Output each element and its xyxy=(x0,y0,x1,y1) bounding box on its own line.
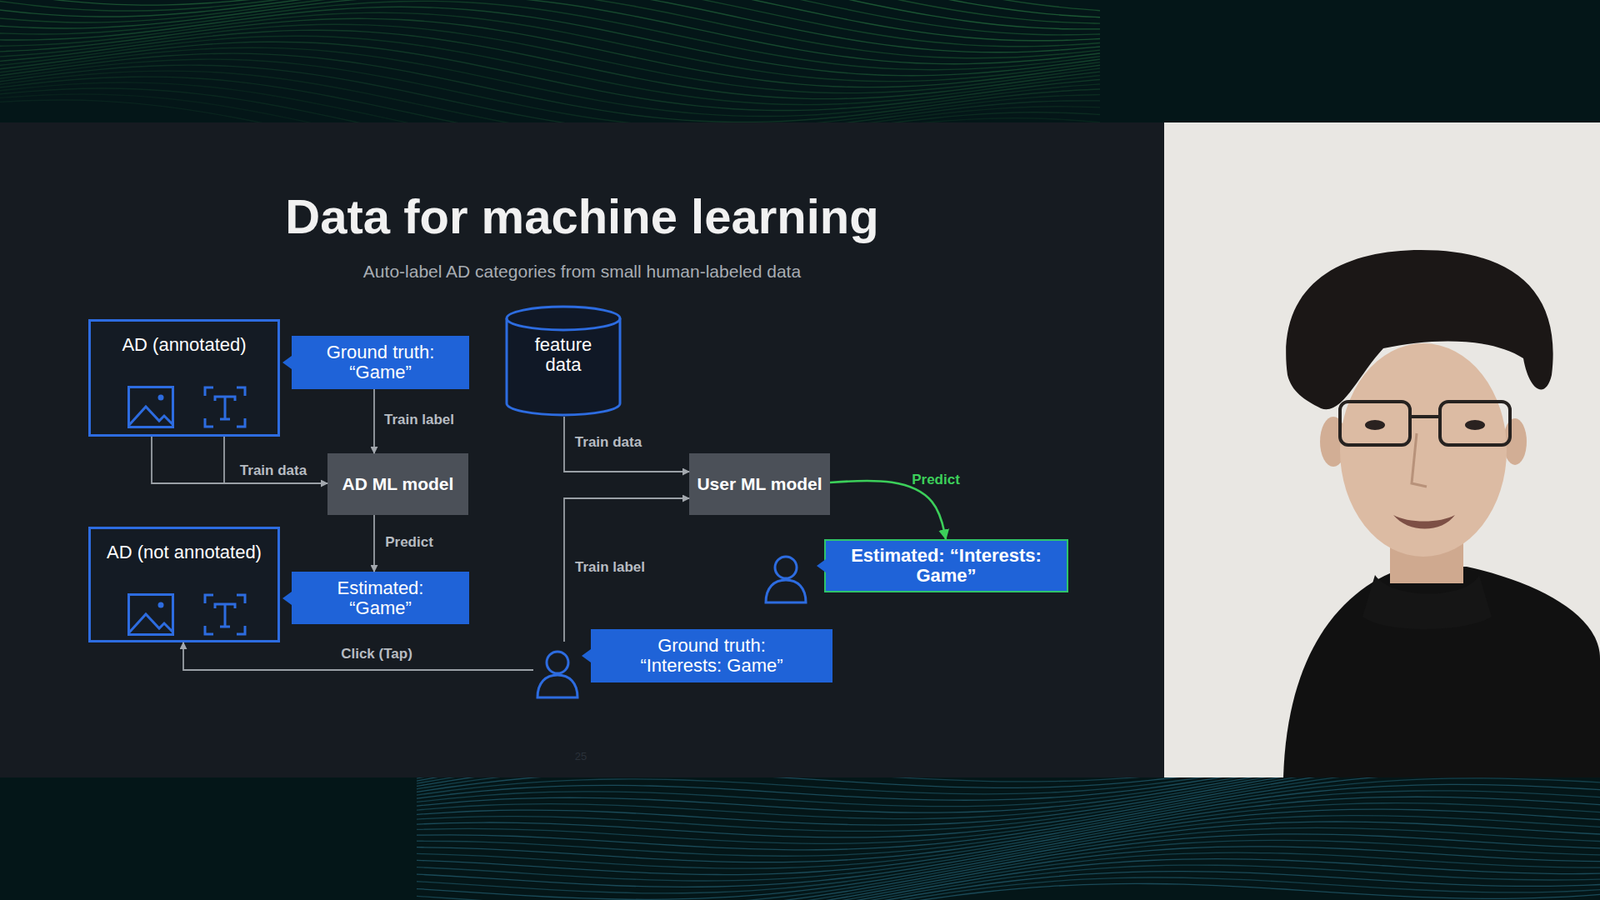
label-callout: Estimated: “Game” xyxy=(291,571,470,625)
wave-line xyxy=(0,30,1100,99)
image-icon xyxy=(127,593,175,636)
user-icon xyxy=(534,649,581,700)
flow-arrow xyxy=(564,416,690,472)
node-label: AD ML model xyxy=(342,475,455,494)
user-head xyxy=(775,556,797,579)
wave-line xyxy=(416,790,1600,869)
callout-bubble: Estimated: “Interests: Game” xyxy=(824,539,1069,593)
video-wall xyxy=(1164,122,1600,778)
cylinder-body xyxy=(506,306,620,415)
wave-line xyxy=(416,883,1600,900)
speaker-sweater xyxy=(1283,566,1600,778)
edge-label: Predict xyxy=(911,471,960,489)
edge-label: Train label xyxy=(384,411,455,429)
image-mountain xyxy=(129,406,173,425)
edge-label: Predict xyxy=(385,534,434,551)
callout-bubble: Ground truth: “Interests: Game” xyxy=(590,629,833,683)
text-icon xyxy=(203,385,247,429)
speaker-nose xyxy=(1411,433,1427,487)
model-box: AD ML model xyxy=(327,453,469,515)
ad-box: AD (annotated) xyxy=(88,319,280,437)
wave-line xyxy=(416,846,1600,900)
wave-line xyxy=(416,859,1600,900)
speaker-glasses xyxy=(1440,401,1510,445)
edge-label: Train data xyxy=(240,462,307,480)
wave-line xyxy=(0,0,1100,65)
edge-label: Click (Tap) xyxy=(340,645,413,663)
image-sun xyxy=(158,395,165,401)
text-icon-glyph xyxy=(215,604,235,627)
flow-arrow xyxy=(830,480,946,540)
speaker-eye xyxy=(1465,420,1485,430)
node-label: AD (annotated) xyxy=(121,335,246,355)
ad-box: AD (not annotated) xyxy=(88,526,280,643)
wave-line xyxy=(416,852,1600,900)
model-box: User ML model xyxy=(689,453,830,515)
label-callout: Ground truth: “Game” xyxy=(291,335,470,390)
node-label: Ground truth: “Interests: Game” xyxy=(615,635,808,675)
user-callout: Ground truth: “Interests: Game” xyxy=(533,641,833,702)
edge-label: Train data xyxy=(575,434,642,451)
wave-line xyxy=(416,765,1600,844)
image-frame xyxy=(129,387,174,428)
speaker-collar xyxy=(1362,575,1492,630)
flow-arrow xyxy=(183,642,534,670)
database-cylinder: feature data xyxy=(505,305,622,417)
slide-panel xyxy=(0,122,1165,778)
flow-arrow xyxy=(151,436,328,484)
wave-line xyxy=(416,803,1600,881)
node-label: AD (not annotated) xyxy=(106,542,262,563)
flow-arrow xyxy=(373,389,375,454)
cylinder-rim xyxy=(506,318,620,330)
image-icon xyxy=(127,385,175,429)
speaker-glasses xyxy=(1340,401,1410,445)
text-icon-corners xyxy=(205,387,245,427)
text-icon-glyph xyxy=(215,396,235,420)
user-icon xyxy=(762,554,810,605)
user-body xyxy=(765,580,806,603)
wave-line xyxy=(0,24,1100,93)
speaker-glasses xyxy=(1410,415,1440,419)
user-body xyxy=(537,675,578,698)
user-callout: Estimated: “Interests: Game” xyxy=(760,539,1069,604)
user-head xyxy=(546,651,569,674)
wave-line xyxy=(416,840,1600,900)
text-icon-corners xyxy=(205,595,245,635)
speaker-hair xyxy=(1285,250,1553,410)
slide-subtitle: Auto-label AD categories from small huma… xyxy=(0,261,1165,282)
flow-arrow xyxy=(564,498,690,642)
image-mountain xyxy=(129,614,173,633)
image-sun xyxy=(158,602,165,609)
node-label: User ML model xyxy=(696,475,822,494)
speaker-face xyxy=(1340,343,1507,557)
speaker-eye xyxy=(1365,420,1385,430)
node-label: Estimated: “Game” xyxy=(318,578,444,618)
cylinder-label-area: feature data xyxy=(505,305,622,417)
edge-label: Train label xyxy=(575,559,645,576)
node-label: feature data xyxy=(525,335,601,375)
speaker-mouth xyxy=(1393,515,1455,530)
page-number: 25 xyxy=(575,750,587,763)
image-frame xyxy=(129,595,174,635)
flow-arrow xyxy=(373,515,375,572)
text-icon xyxy=(203,593,247,636)
speaker-video xyxy=(1164,122,1600,778)
node-label: Ground truth: “Game” xyxy=(310,342,452,382)
wave-line xyxy=(0,53,1100,122)
slide-title: Data for machine learning xyxy=(0,188,1165,245)
node-label: Estimated: “Interests: Game” xyxy=(850,545,1043,585)
